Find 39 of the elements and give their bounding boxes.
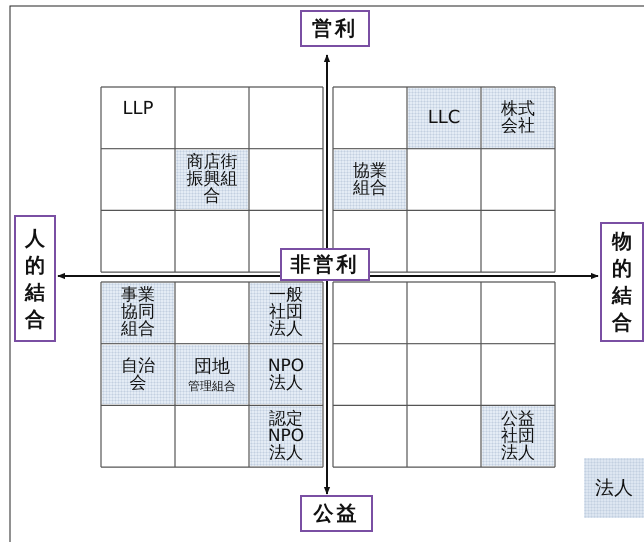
axis-label-box — [600, 222, 644, 342]
shaded-cell — [176, 150, 248, 210]
cell-label: 商店街振興組合 — [186, 154, 238, 206]
cell-label: NPO法人 — [266, 358, 306, 392]
axis-arrow — [324, 281, 330, 495]
cell-label: 事業協同組合 — [120, 287, 156, 338]
cell-label: 株式会社 — [500, 100, 536, 135]
shaded-cell — [408, 88, 480, 148]
cell-label: 協業組合 — [352, 162, 388, 197]
cell-label: 自治会 — [120, 358, 156, 392]
shaded-cell — [482, 88, 554, 148]
axis-arrow — [370, 272, 599, 280]
cell-label: LLC — [428, 108, 460, 127]
cell-label: 団地 — [194, 358, 230, 376]
shaded-cell — [250, 344, 322, 404]
shaded-cell — [102, 283, 174, 343]
shaded-cell — [250, 406, 322, 466]
shaded-cell — [334, 150, 406, 210]
axis-label: 非営利 — [290, 251, 360, 278]
shaded-cell — [482, 406, 554, 466]
cell-label: 一般社団法人 — [268, 287, 304, 338]
axis-arrow — [324, 54, 330, 248]
cell-label: 管理組合 — [188, 380, 236, 392]
axis-label: 公益 — [314, 500, 360, 527]
axis-label-box — [14, 215, 56, 342]
shaded-cell — [102, 344, 174, 404]
legend-text: 法人 — [595, 476, 633, 501]
shaded-cell — [250, 283, 322, 343]
axis-label: 人的結合 — [25, 224, 45, 332]
cell-label: 認定NPO法人 — [266, 410, 306, 462]
axis-arrow — [57, 272, 280, 280]
axis-label-box — [280, 248, 370, 281]
cell-label: LLP — [122, 100, 154, 118]
axis-label: 営利 — [312, 15, 358, 42]
axis-label: 物的結合 — [612, 228, 632, 336]
cell-label: 公益社団法人 — [500, 410, 536, 462]
shaded-cell — [176, 344, 248, 404]
axis-label-box — [300, 495, 373, 532]
axis-label-box — [300, 10, 370, 47]
